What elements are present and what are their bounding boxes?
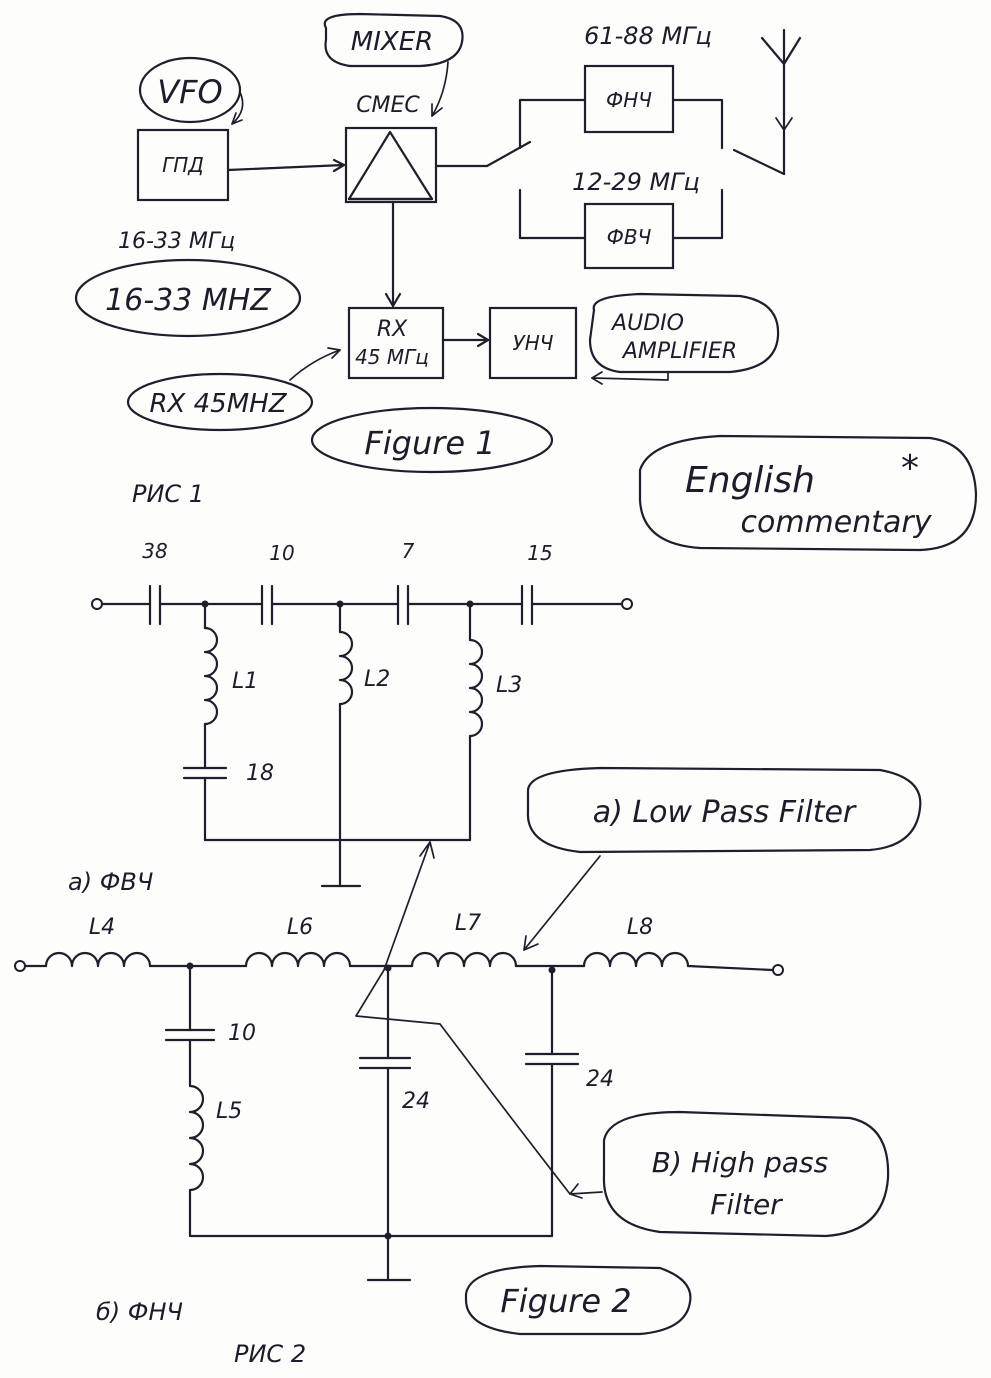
low-pass-note: a) Low Pass Filter (593, 795, 857, 830)
rx-note-arrow (289, 349, 341, 381)
band-switch-left (485, 140, 532, 168)
mixer-note-oval (323, 12, 464, 68)
vfo-range-ru: 16-33 МГц (118, 229, 235, 254)
rx-box-line2: 45 МГц (355, 345, 429, 369)
af-note-line1: AUDIO (610, 311, 684, 336)
figure-1-caption-ru: РИС 1 (132, 480, 204, 508)
hpf-caption-ru: а) ФВЧ (68, 868, 153, 896)
hpf-cap-10-label: 10 (269, 541, 294, 565)
hpf-shunt-cap-label: 18 (246, 761, 274, 786)
figure-2-note-oval (464, 1264, 692, 1336)
hpf-cap-15-label: 15 (527, 541, 552, 565)
vfo-to-mixer-arrow (332, 158, 346, 173)
lpf-coil-l6 (244, 951, 352, 968)
lpf-coil-l8-label: L8 (627, 915, 653, 940)
hpf-input-terminal (91, 598, 103, 610)
mixer-box (344, 126, 438, 204)
hpf-coil-l1 (203, 626, 219, 726)
figure-1-note: Figure 1 (364, 424, 495, 462)
af-note-line2: AMPLIFIER (621, 339, 737, 364)
figure-1-block-diagram: ГПД VFO 16-33 МГц 16-33 MHZ MIXER СМЕС Ф… (74, 12, 978, 552)
hpf-coil-l2-label: L2 (364, 667, 390, 692)
lpf-output-terminal (772, 964, 784, 976)
high-pass-note-line2: Filter (710, 1188, 783, 1221)
hpf-cap-7-label: 7 (402, 539, 415, 563)
vfo-note-oval (138, 56, 242, 124)
lpf-coil-l7-label: L7 (455, 911, 481, 936)
low-pass-note-oval (526, 766, 922, 854)
vfo-range-note: 16-33 MHZ (105, 283, 272, 318)
af-amp-box-label: УНЧ (513, 331, 554, 355)
vfo-box (136, 128, 230, 202)
figure-2-note: Figure 2 (500, 1282, 631, 1320)
hpf-cap-38-label: 38 (142, 539, 167, 563)
mixer-triangle-symbol (347, 130, 434, 201)
lpf-coil-l7 (410, 951, 518, 968)
lpf-cap-24b-label: 24 (586, 1067, 614, 1092)
rx-box-line1: RX (377, 317, 408, 342)
band-switch-right (732, 148, 786, 176)
lpf-cap-24a-label: 24 (402, 1089, 430, 1114)
figure-2-caption-ru: РИС 2 (234, 1340, 306, 1368)
antenna-icon (760, 28, 802, 66)
lpf-input-terminal (14, 960, 26, 972)
vfo-range-oval (74, 258, 302, 338)
hpf-box (583, 202, 675, 270)
af-note-arrow (591, 371, 669, 381)
vfo-to-mixer-line (226, 163, 346, 172)
hpf-coil-l2 (338, 630, 354, 706)
hpf-box-label: ФВЧ (607, 225, 652, 249)
lpf-range: 61-88 МГц (584, 22, 712, 50)
commentary-line1: English (685, 460, 815, 501)
hpf-output-terminal (621, 598, 633, 610)
rx-note: RX 45MHZ (149, 389, 287, 419)
high-pass-note-oval (602, 1110, 890, 1238)
lpf-coil-l4-label: L4 (89, 915, 115, 940)
lpf-coil-l5 (188, 1084, 205, 1192)
mixer-note-arrow (431, 61, 449, 117)
commentary-oval (638, 434, 978, 552)
figure-2b-low-pass-filter: L4 L6 L7 L8 10 L5 24 24 б) ФНЧ РИ (14, 911, 784, 1368)
figure-1-note-oval (310, 406, 554, 474)
commentary-asterisk: * (901, 448, 919, 489)
lpf-coil-l6-label: L6 (287, 915, 313, 940)
figure-2-english-notes: a) Low Pass Filter B) High pass Filter F… (355, 766, 922, 1336)
high-pass-note-arrow (355, 841, 603, 1195)
low-pass-note-arrow (523, 855, 601, 951)
vfo-box-label: ГПД (162, 153, 204, 177)
lpf-coil-l5-label: L5 (216, 1099, 242, 1124)
figure-2a-high-pass-filter: 38 10 7 15 L1 18 L2 L3 а) ФВЧ (68, 539, 633, 896)
high-pass-note-line1: B) High pass (652, 1146, 828, 1179)
mixer-to-rx-arrow (384, 292, 402, 308)
commentary-line2: commentary (740, 505, 932, 540)
rx-box (347, 306, 445, 380)
lpf-caption-ru: б) ФНЧ (96, 1298, 183, 1326)
lpf-coil-l4 (44, 951, 152, 968)
lpf-box-label: ФНЧ (606, 88, 652, 112)
vfo-note-arrow (231, 91, 244, 125)
vfo-note: VFO (157, 73, 222, 111)
af-note-oval (588, 292, 780, 374)
hpf-coil-l3 (468, 638, 484, 738)
lpf-coil-l8 (582, 951, 690, 968)
hpf-coil-l1-label: L1 (232, 669, 258, 694)
mixer-note: MIXER (351, 27, 433, 57)
hpf-range: 12-29 МГц (572, 168, 700, 196)
rx-note-oval (126, 372, 314, 432)
mixer-label: СМЕС (356, 93, 420, 118)
lpf-cap-10-label: 10 (228, 1021, 256, 1046)
hpf-coil-l3-label: L3 (496, 673, 522, 698)
af-amp-box (488, 306, 578, 380)
